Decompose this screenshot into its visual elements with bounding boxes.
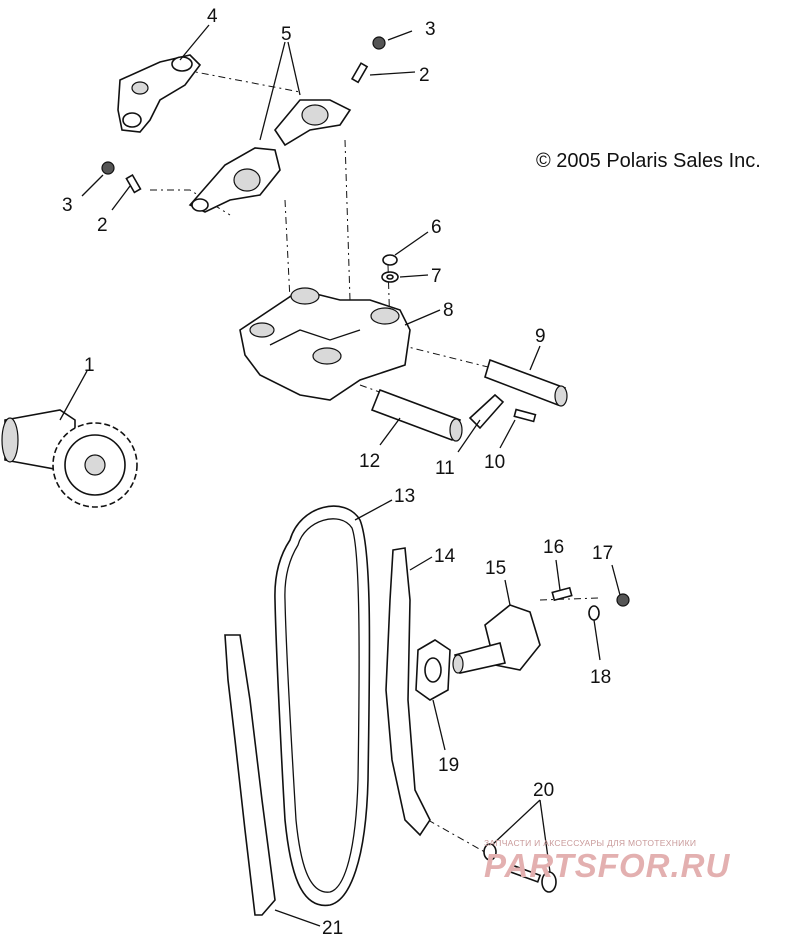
callout-2-upper: 2: [419, 65, 430, 86]
o-ring: [588, 605, 600, 621]
callout-numbers: 4 5 3 2 3 2 6 7 8 9 10 11 12 1 13 14 15 …: [62, 6, 613, 939]
callout-19: 19: [438, 755, 459, 776]
callout-8: 8: [443, 300, 454, 321]
callout-13: 13: [394, 486, 415, 507]
watermark-tagline: ЗАПЧАСТИ И АКСЕССУАРЫ ДЛЯ МОТОТЕХНИКИ: [484, 838, 697, 848]
tensioner-guide: [385, 547, 431, 837]
watermark: ЗАПЧАСТИ И АКСЕССУАРЫ ДЛЯ МОТОТЕХНИКИ PA…: [484, 838, 784, 884]
callout-10: 10: [484, 452, 505, 473]
callout-17: 17: [592, 543, 613, 564]
tensioner-bolt: [551, 586, 573, 602]
adjuster-nut-lower: [101, 161, 115, 175]
callout-18: 18: [590, 667, 611, 688]
cam-chain: [274, 505, 371, 907]
callout-4: 4: [207, 6, 218, 27]
rocker-arm-upper: [274, 99, 352, 147]
callout-3-lower: 3: [62, 195, 73, 216]
chain-guide: [224, 634, 276, 916]
callout-21: 21: [322, 918, 343, 939]
guide-pivot-washer: [483, 843, 497, 861]
chain-tensioner: [452, 604, 541, 674]
copyright-notice: © 2005 Polaris Sales Inc.: [536, 150, 761, 172]
callout-5: 5: [281, 24, 292, 45]
retainer-bolt: [513, 408, 537, 423]
rocker-arm-lower: [188, 147, 281, 213]
callout-20: 20: [533, 780, 554, 801]
rocker-shaft-short: [370, 388, 463, 442]
callout-14: 14: [434, 546, 456, 567]
callout-16: 16: [543, 537, 564, 558]
adjuster-screw-upper: [350, 62, 369, 84]
callout-12: 12: [359, 451, 380, 472]
retainer-plate: [468, 393, 505, 430]
callout-15: 15: [485, 558, 506, 579]
callout-1: 1: [84, 355, 95, 376]
tensioner-cap-bolt: [616, 593, 630, 607]
rocker-bracket: [117, 54, 202, 133]
rocker-housing: [239, 287, 411, 401]
callout-3-upper: 3: [425, 19, 436, 40]
watermark-logo: PARTSFOR.RU: [484, 847, 731, 884]
callout-11: 11: [435, 458, 455, 479]
callout-2-lower: 2: [97, 215, 108, 236]
tensioner-gasket: [415, 639, 451, 701]
leader-lines: [59, 24, 621, 927]
adjuster-screw-lower: [125, 173, 142, 194]
callout-7: 7: [431, 266, 442, 287]
camshaft-assembly: [1, 409, 138, 508]
guide-pivot-bolt: [508, 864, 557, 893]
cap-nut: [382, 254, 398, 266]
rocker-shaft-long: [484, 358, 568, 407]
callout-6: 6: [431, 217, 442, 238]
callout-9: 9: [535, 326, 546, 347]
adjuster-nut-upper: [372, 36, 386, 50]
washer: [381, 271, 399, 283]
